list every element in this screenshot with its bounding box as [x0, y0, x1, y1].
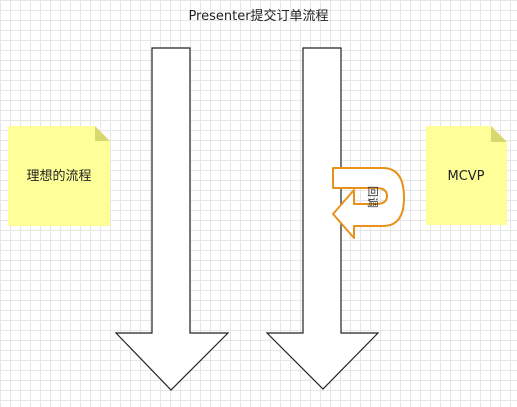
diagram-title: Presenter提交订单流程: [188, 9, 329, 24]
note-left-body: [8, 126, 110, 226]
note-left: 理想的流程: [8, 126, 110, 226]
note-left-fold: [95, 126, 110, 141]
note-right: MCVP: [426, 126, 507, 225]
note-right-label: MCVP: [447, 169, 484, 184]
callback-loop-arrow: 回调: [332, 167, 405, 239]
down-arrow-right: [265, 47, 380, 390]
note-right-body: [426, 126, 507, 225]
down-arrow-left: [114, 47, 230, 391]
note-right-fold: [491, 126, 507, 142]
callback-loop-label: 回调: [366, 186, 379, 208]
note-left-label: 理想的流程: [26, 168, 91, 184]
callback-loop-shape: [332, 167, 405, 239]
